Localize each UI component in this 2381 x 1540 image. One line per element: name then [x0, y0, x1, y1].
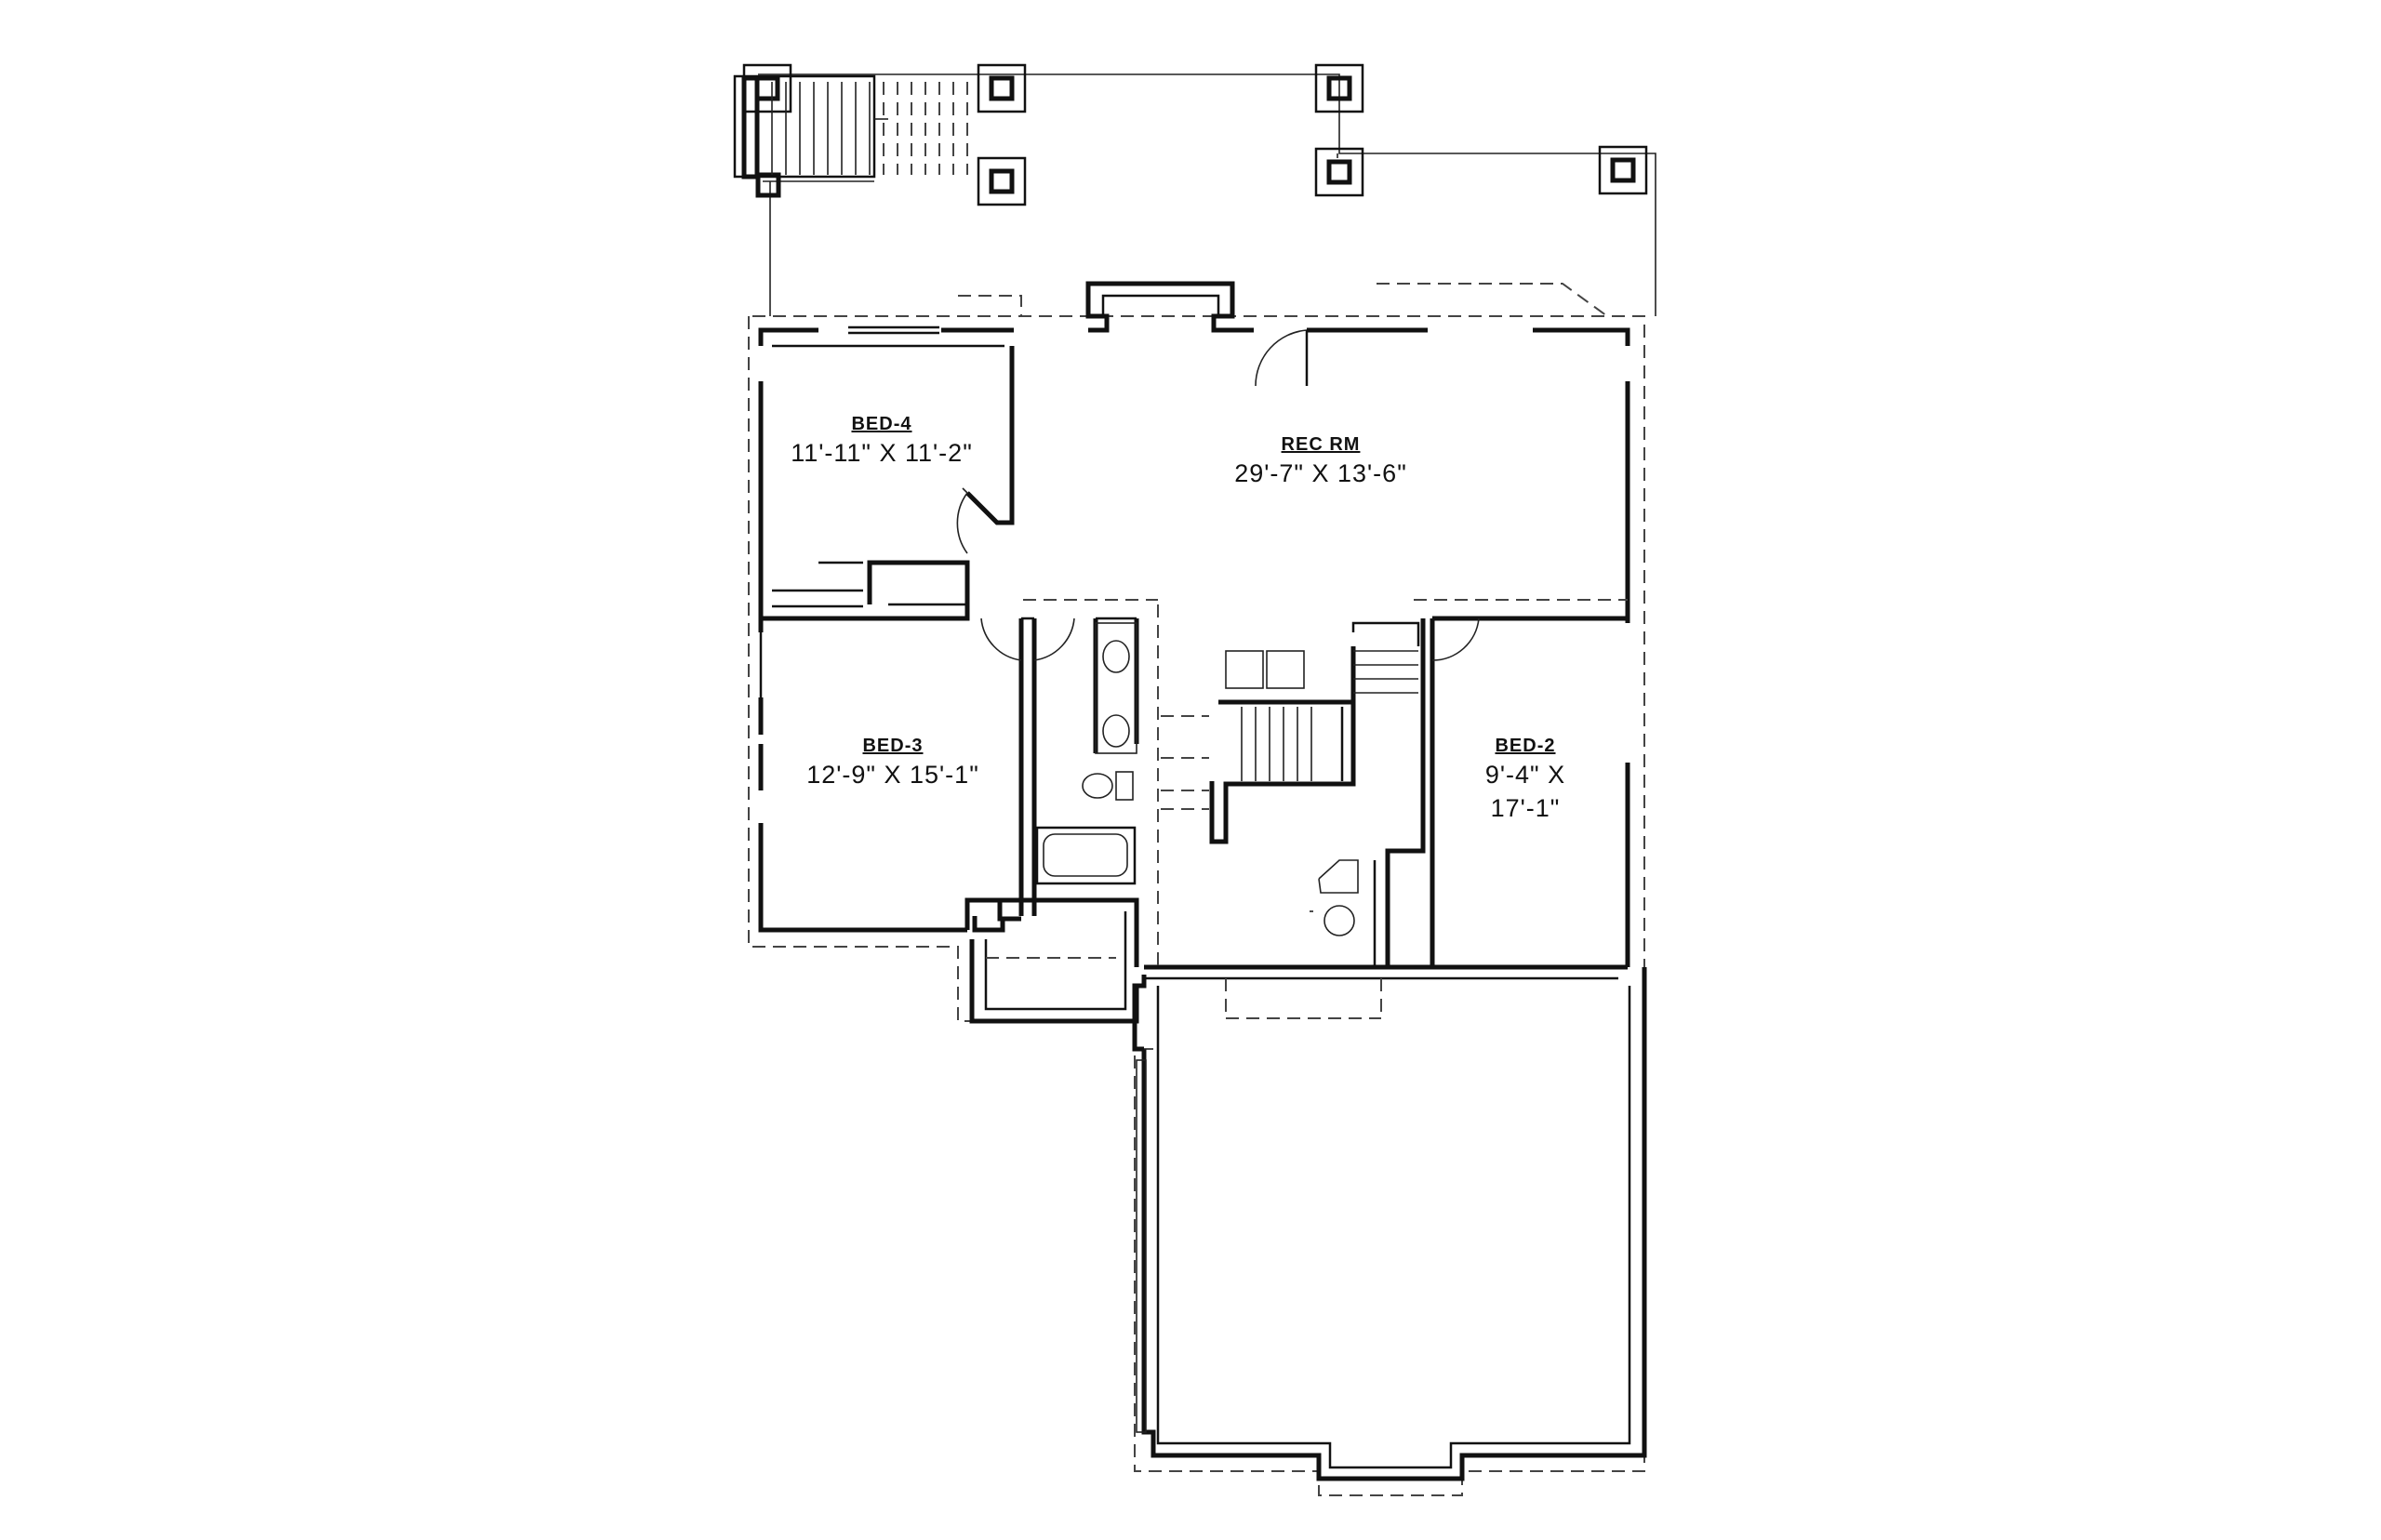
room-label-bed3: BED-3 12'-9" X 15'-1": [806, 736, 979, 789]
laundry-unit: [1225, 650, 1305, 689]
deck-post: [977, 63, 1027, 113]
room-label-bed2: BED-2 9'-4" X 17'-1": [1485, 736, 1565, 822]
room-dimensions: 17'-1": [1491, 794, 1561, 822]
interior-walls: [761, 344, 1628, 1024]
room-label-rec-rm: REC RM 29'-7" X 13'-6": [1234, 434, 1407, 487]
room-dimensions: 9'-4" X: [1485, 761, 1565, 789]
room-name: BED-3: [862, 736, 923, 756]
deck-stair: [733, 74, 968, 179]
bathtub: [1035, 826, 1137, 885]
deck-post: [1598, 145, 1648, 195]
room-name: REC RM: [1282, 434, 1361, 455]
toilet: [1082, 771, 1134, 801]
room-dimensions: 12'-9" X 15'-1": [806, 761, 979, 789]
deck-post: [1314, 63, 1364, 113]
deck-post: [755, 172, 781, 198]
door-swings: [956, 329, 1480, 661]
deck: [733, 63, 1656, 316]
deck-post: [1314, 147, 1364, 197]
deck-post: [977, 156, 1027, 206]
room-dimensions: 29'-7" X 13'-6": [1234, 459, 1407, 487]
deck-post: [742, 63, 792, 113]
vanity-sinks: [1095, 622, 1137, 754]
room-label-bed4: BED-4 11'-11" X 11'-2": [791, 414, 973, 467]
water-heater: [1310, 859, 1359, 936]
room-dimensions: 11'-11" X 11'-2": [791, 439, 973, 467]
room-name: BED-4: [851, 414, 911, 434]
interior-stair: [1161, 621, 1420, 844]
room-name: BED-2: [1495, 736, 1555, 756]
